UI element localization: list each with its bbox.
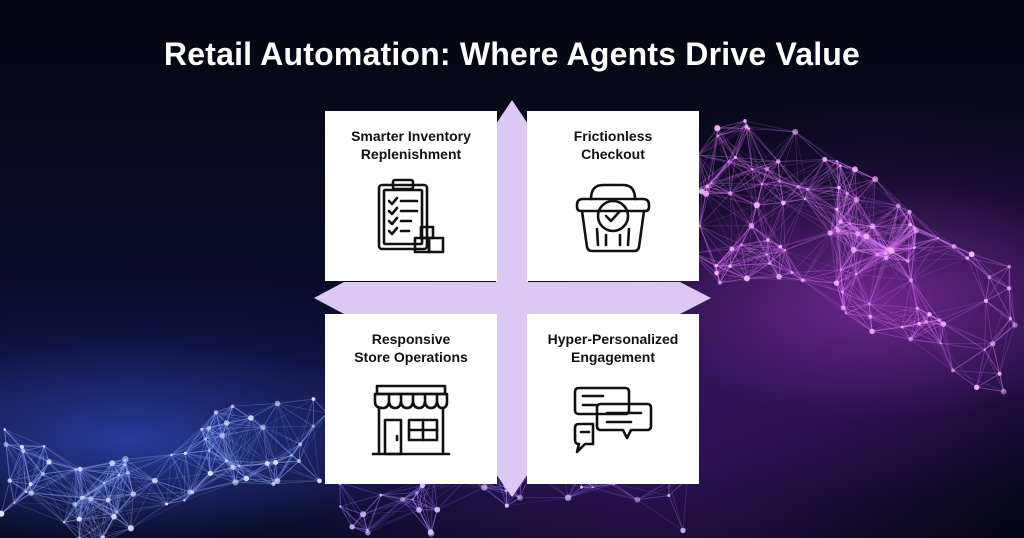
quadrant-card-engagement: Hyper-Personalized Engagement: [527, 314, 699, 484]
clipboard-checklist-icon: [377, 178, 445, 254]
basket-check-icon: [575, 183, 651, 253]
page-title: Retail Automation: Where Agents Drive Va…: [163, 36, 861, 72]
horizontal-arrow: [314, 282, 711, 314]
quadrant-title: Responsive Store Operations: [325, 330, 497, 366]
quadrant-title-line: Hyper-Personalized: [547, 331, 679, 347]
quadrant-title-line: Responsive: [371, 331, 451, 347]
quadrant-card-store-operations: Responsive Store Operations: [325, 314, 497, 484]
quadrant-title-line: Smarter Inventory: [351, 128, 471, 144]
quadrant-card-checkout: Frictionless Checkout: [527, 111, 699, 281]
quadrant-card-inventory: Smarter Inventory Replenishment: [325, 111, 497, 281]
quadrant-title-line: Engagement: [570, 349, 655, 365]
quadrant-title: Smarter Inventory Replenishment: [325, 127, 497, 163]
quadrant-title: Hyper-Personalized Engagement: [527, 330, 699, 366]
chat-bubbles-icon: [573, 386, 653, 454]
quadrant-title-line: Replenishment: [360, 146, 462, 162]
quadrant-title-line: Store Operations: [354, 349, 468, 365]
quadrant-title: Frictionless Checkout: [527, 127, 699, 163]
quadrant-title-line: Checkout: [581, 146, 645, 162]
quadrant-title-line: Frictionless: [573, 128, 653, 144]
storefront-icon: [371, 384, 451, 456]
